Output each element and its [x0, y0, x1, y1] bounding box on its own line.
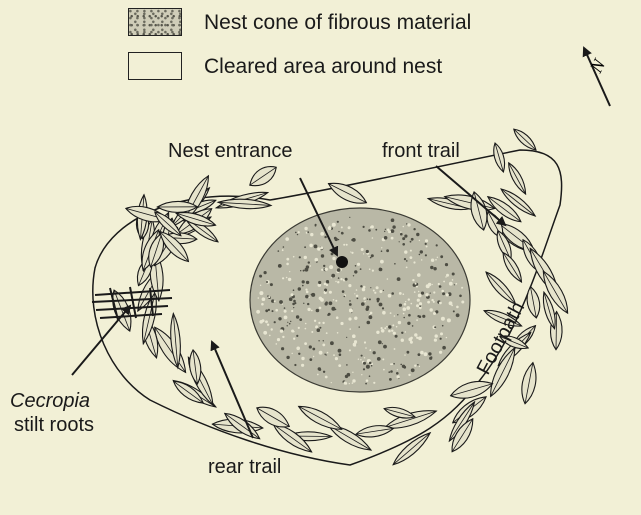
- cecropia-label: Cecropia: [10, 390, 90, 413]
- nest-entrance-label: Nest entrance: [168, 140, 293, 163]
- nest-entrance-hole: [336, 256, 348, 268]
- front-trail-label: front trail: [382, 140, 460, 163]
- nest-cone: [250, 208, 470, 392]
- north-arrow-icon: N: [584, 48, 610, 106]
- rear-trail-label: rear trail: [208, 456, 281, 479]
- stilt-roots-label: stilt roots: [14, 414, 94, 437]
